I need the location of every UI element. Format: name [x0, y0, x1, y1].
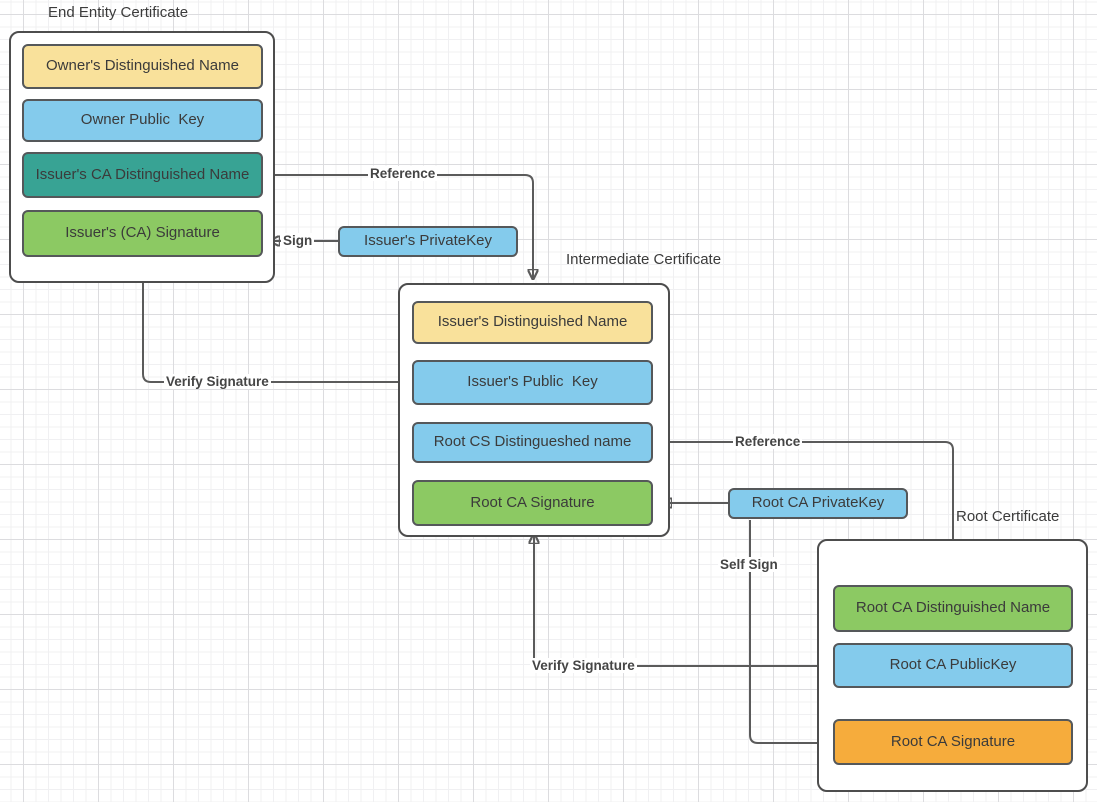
- root-ca-private-key-box: Root CA PrivateKey: [728, 488, 908, 519]
- root-certificate-title: Root Certificate: [956, 508, 1060, 525]
- arrow-self-sign: [749, 520, 827, 743]
- owner-public-key-box: Owner Public Key: [22, 99, 263, 142]
- root-ca-public-key-box: Root CA PublicKey: [833, 643, 1073, 688]
- issuers-public-key-box: Issuer's Public Key: [412, 360, 653, 405]
- issuers-distinguished-name-box: Issuer's Distinguished Name: [412, 301, 653, 344]
- reference-label-bottom: Reference: [733, 434, 803, 449]
- self-sign-label: Self Sign: [718, 557, 780, 572]
- issuers-ca-distinguished-name-box: Issuer's CA Distinguished Name: [22, 152, 263, 198]
- verify-signature-label-bottom: Verify Signature: [530, 658, 637, 673]
- issuers-ca-signature-box: Issuer's (CA) Signature: [22, 210, 263, 257]
- issuers-private-key-box: Issuer's PrivateKey: [338, 226, 518, 257]
- root-cs-distingueshed-name-box: Root CS Distingueshed name: [412, 422, 653, 463]
- arrow-verify-signature-root-to-intermediate: [534, 534, 832, 667]
- intermediate-certificate-title: Intermediate Certificate: [566, 251, 722, 268]
- sign-label: Sign: [281, 233, 315, 248]
- reference-label-top: Reference: [368, 166, 438, 181]
- end-entity-certificate-title: End Entity Certificate: [48, 4, 189, 21]
- root-ca-signature-root-box: Root CA Signature: [833, 719, 1073, 765]
- root-ca-signature-intermediate-box: Root CA Signature: [412, 480, 653, 526]
- verify-signature-label-top: Verify Signature: [164, 374, 271, 389]
- owners-distinguished-name-box: Owner's Distinguished Name: [22, 44, 263, 89]
- root-ca-distinguished-name-box: Root CA Distinguished Name: [833, 585, 1073, 632]
